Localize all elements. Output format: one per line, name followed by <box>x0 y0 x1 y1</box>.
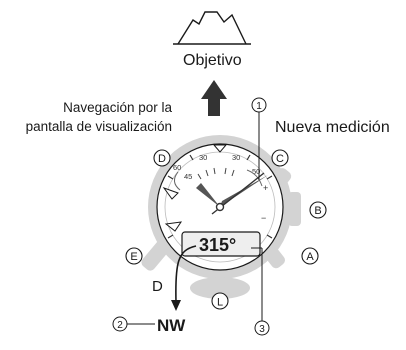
button-l <box>211 292 229 310</box>
dial-mark-60: 60 <box>173 163 181 172</box>
new-measurement-label: Nueva medición <box>275 119 390 136</box>
callout-2-label: 2 <box>117 320 123 331</box>
button-e-label: E <box>130 251 137 263</box>
callout-3-label: 3 <box>259 324 265 335</box>
button-e <box>125 247 143 265</box>
compass-direction-readout: NW <box>157 316 186 335</box>
subdial-ticks <box>197 167 235 180</box>
dial-mark-minus: − <box>261 213 266 223</box>
watch-hands <box>196 172 268 215</box>
callout-1-label: 1 <box>256 101 262 112</box>
hour-hand <box>196 183 220 207</box>
curved-arrow-head-icon <box>171 300 181 311</box>
right-subdial-arc <box>246 169 263 187</box>
dial-mark-45: 45 <box>184 172 192 181</box>
button-c <box>271 149 289 167</box>
hand-pivot <box>215 202 225 212</box>
bottom-lug <box>190 277 250 299</box>
button-l-label: L <box>217 297 223 309</box>
north-marker <box>212 144 228 153</box>
objective-label: Objetivo <box>183 52 242 69</box>
dial-mark-30-right: 30 <box>232 153 240 162</box>
bearing-readout: 315° <box>199 235 236 255</box>
dial-mark-plus: + <box>263 183 268 193</box>
button-a <box>301 247 319 265</box>
button-a-label: A <box>306 251 314 263</box>
dial-mark-30-left: 30 <box>199 153 207 162</box>
curved-arrow <box>175 245 197 303</box>
lcd-display <box>181 231 261 257</box>
left-indicator-icon <box>162 186 183 232</box>
direction-letter: D <box>152 278 163 295</box>
dial-mark-50: 50 <box>252 167 260 176</box>
left-subdial-arc <box>174 171 181 191</box>
direction-up-arrow-icon <box>201 80 227 116</box>
button-d-label: D <box>158 153 166 165</box>
mountain-icon <box>173 11 251 45</box>
button-c-label: C <box>276 153 284 165</box>
button-b <box>309 201 327 219</box>
button-d <box>153 149 171 167</box>
navigation-label-line1: Navegación por la <box>63 100 172 115</box>
navigation-label-line2: pantalla de visualización <box>25 119 172 134</box>
button-b-label: B <box>314 205 321 217</box>
